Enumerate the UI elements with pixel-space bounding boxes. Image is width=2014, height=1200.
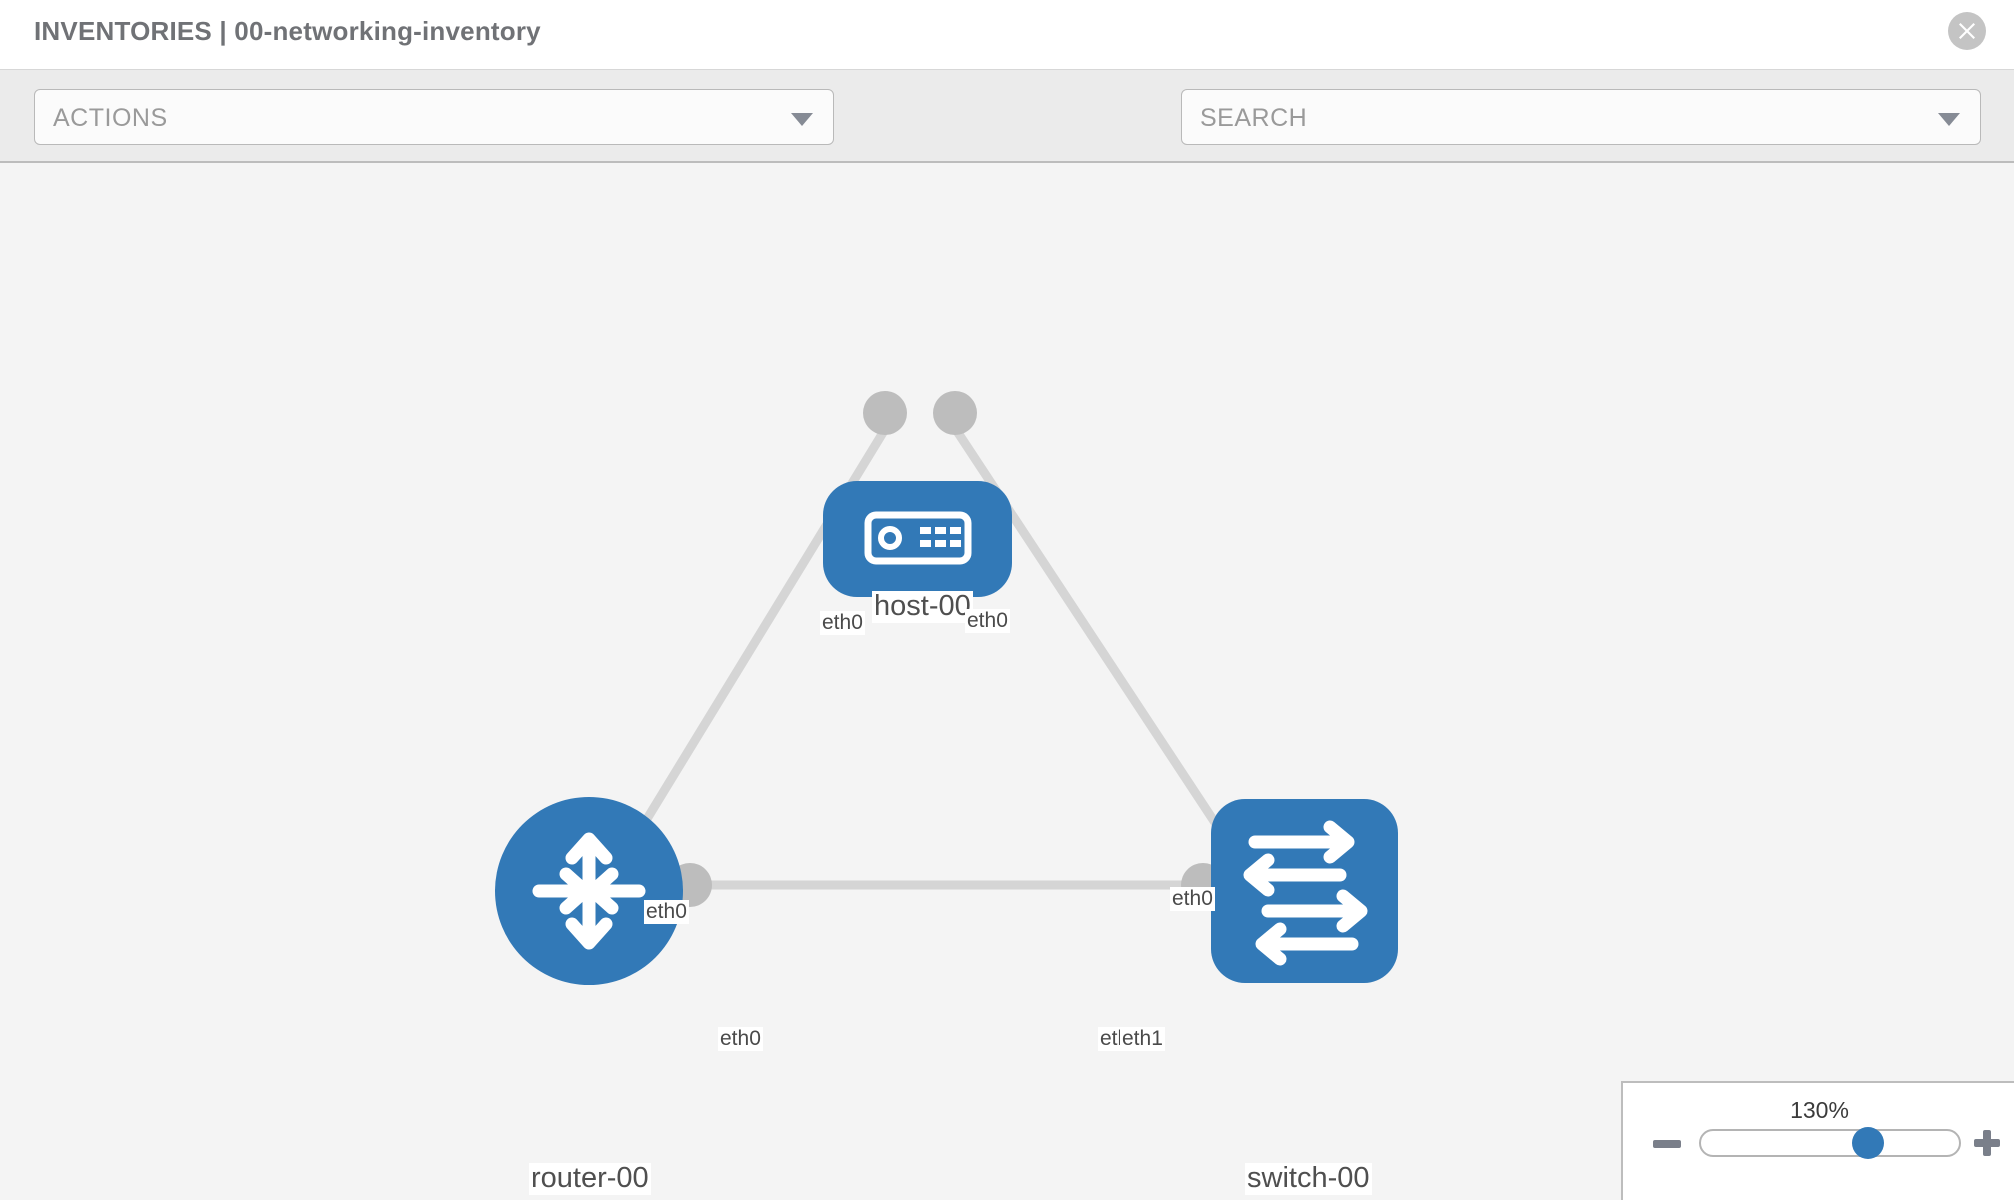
zoom-control-panel: 130%: [1621, 1081, 2014, 1200]
connector-host-left: [863, 391, 907, 435]
page-title: INVENTORIES | 00-networking-inventory: [34, 16, 541, 46]
node-host-00[interactable]: [823, 481, 1012, 597]
router-arrows-icon: [532, 832, 646, 950]
node-host-00-shape: [823, 481, 1012, 597]
topology-canvas[interactable]: host-00 router-00 switch-00 eth0 eth0 et…: [0, 163, 2014, 1200]
link-host-router: [616, 410, 899, 866]
search-input[interactable]: SEARCH: [1181, 89, 1981, 145]
close-icon[interactable]: [1948, 12, 1986, 50]
zoom-slider-thumb[interactable]: [1852, 1127, 1884, 1159]
node-label-router-00: router-00: [529, 1162, 651, 1195]
minus-icon[interactable]: [1653, 1140, 1681, 1148]
server-device-icon: [864, 511, 972, 565]
toolbar: ACTIONS SEARCH: [0, 70, 2014, 199]
iface-label-router-up: eth0: [644, 900, 689, 925]
iface-label-switch-up: eth0: [1170, 887, 1215, 912]
chevron-down-icon[interactable]: [1938, 113, 1960, 126]
iface-label-host-left: eth0: [820, 611, 865, 636]
zoom-slider-track[interactable]: [1699, 1129, 1961, 1157]
node-router-00[interactable]: [495, 797, 683, 985]
iface-label-switch-left-b: eth1: [1120, 1027, 1165, 1052]
node-label-host-00: host-00: [872, 590, 973, 623]
actions-dropdown[interactable]: ACTIONS: [34, 89, 834, 145]
page-header: INVENTORIES | 00-networking-inventory: [0, 0, 2014, 70]
node-label-switch-00: switch-00: [1245, 1162, 1372, 1195]
chevron-down-icon: [791, 113, 813, 126]
search-placeholder: SEARCH: [1200, 104, 1308, 132]
switch-arrows-icon: [1243, 820, 1368, 966]
actions-dropdown-label: ACTIONS: [53, 104, 168, 132]
zoom-percent-label: 130%: [1790, 1097, 1849, 1123]
node-switch-00[interactable]: [1211, 799, 1398, 983]
connector-nubs: [668, 391, 1257, 907]
connector-host-right: [933, 391, 977, 435]
node-switch-00-shape: [1211, 799, 1398, 983]
topology-graph: [495, 391, 1398, 985]
iface-label-router-right: eth0: [718, 1027, 763, 1052]
plus-icon[interactable]: [1974, 1130, 2000, 1156]
iface-label-host-right: eth0: [965, 609, 1010, 634]
